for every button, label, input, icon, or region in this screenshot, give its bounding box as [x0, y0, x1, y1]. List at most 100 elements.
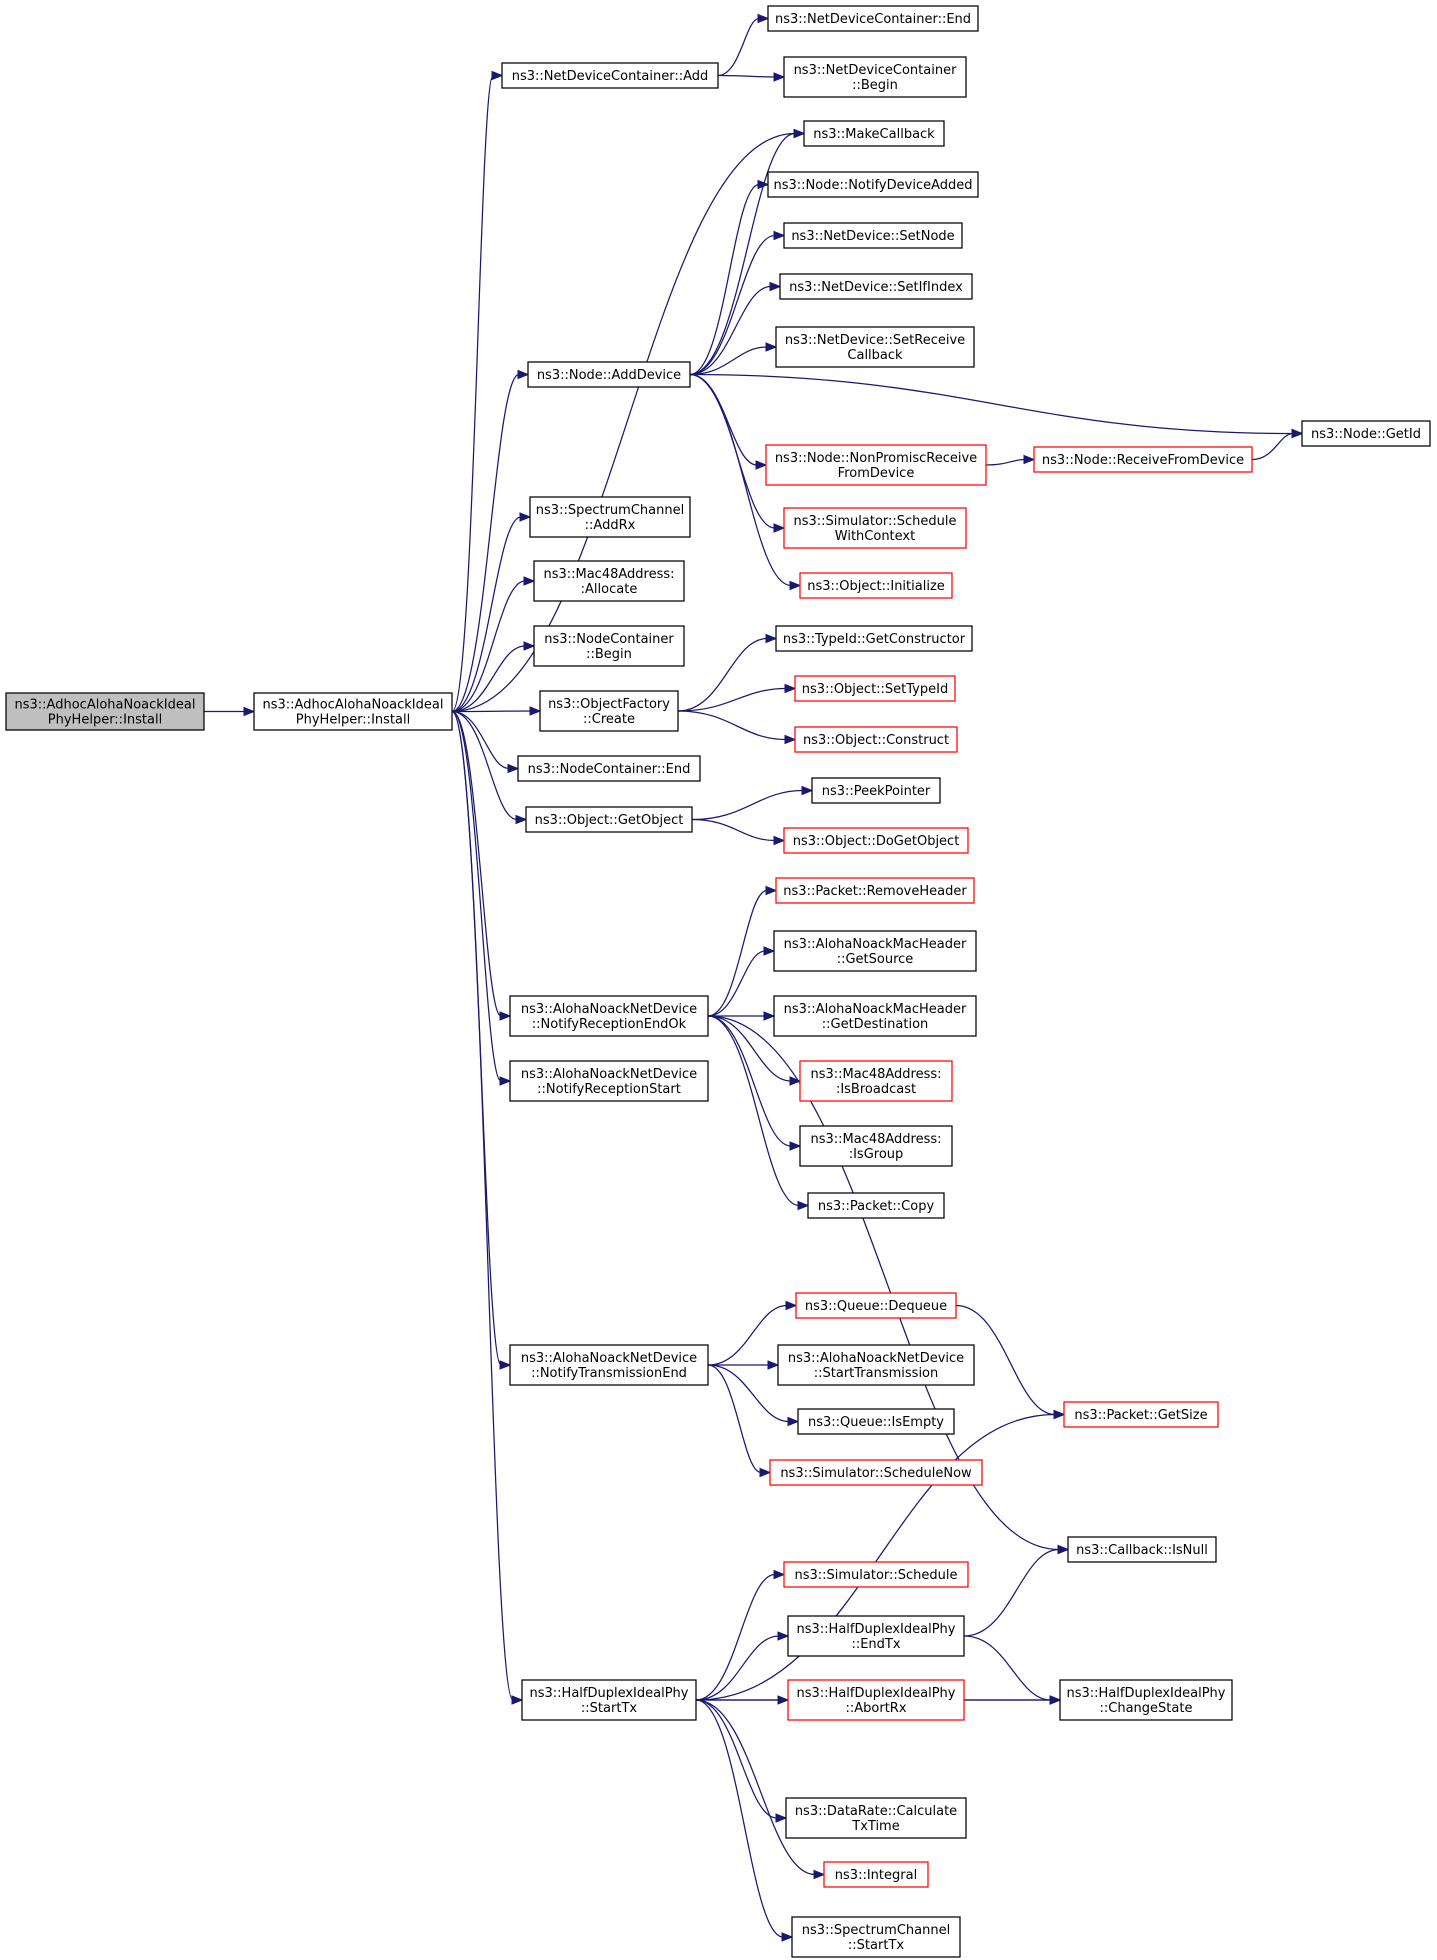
- function-node[interactable]: ns3::Object::Construct: [794, 726, 958, 753]
- function-node[interactable]: ns3::NodeContainer::Begin: [533, 625, 685, 667]
- function-node[interactable]: ns3::Packet::RemoveHeader: [775, 877, 975, 904]
- function-node[interactable]: ns3::Integral: [823, 1861, 929, 1888]
- root-node: ns3::AdhocAlohaNoackIdealPhyHelper::Inst…: [5, 692, 205, 731]
- node-label: ns3::HalfDuplexIdealPhy: [797, 1622, 956, 1637]
- node-box: [797, 1408, 955, 1435]
- node-label: ns3::ObjectFactory: [548, 697, 670, 712]
- edge-line: [689, 234, 776, 376]
- call-edge: [695, 1631, 790, 1701]
- arrowhead: [769, 281, 782, 292]
- node-label: ns3::AlohaNoackNetDevice: [521, 1067, 697, 1082]
- function-node[interactable]: ns3::SpectrumChannel::StartTx: [791, 1916, 961, 1958]
- node-label: :IsBroadcast: [836, 1082, 916, 1097]
- arrowhead: [511, 1695, 524, 1705]
- function-node[interactable]: ns3::Object::GetObject: [525, 806, 693, 833]
- node-label: ::StartTx: [581, 1701, 637, 1716]
- function-node[interactable]: ns3::NetDeviceContainer::Add: [501, 62, 719, 89]
- function-node[interactable]: ns3::MakeCallback: [803, 120, 945, 147]
- function-node[interactable]: ns3::HalfDuplexIdealPhy::AbortRx: [787, 1679, 965, 1721]
- function-node[interactable]: ns3::Node::ReceiveFromDevice: [1033, 446, 1253, 473]
- node-label: ns3::Node::AddDevice: [537, 368, 681, 383]
- function-node[interactable]: ns3::Callback::IsNull: [1067, 1536, 1217, 1563]
- call-edge: [691, 818, 786, 846]
- function-node[interactable]: ns3::Node::AddDevice: [527, 361, 691, 388]
- function-node[interactable]: ns3::HalfDuplexIdealPhy::EndTx: [787, 1615, 965, 1657]
- function-node[interactable]: ns3::Packet::Copy: [807, 1192, 945, 1219]
- node-box: [783, 1561, 969, 1588]
- node-label: ns3::AlohaNoackNetDevice: [521, 1351, 697, 1366]
- edge-line: [955, 1304, 1056, 1416]
- function-node[interactable]: ns3::NetDeviceContainer::End: [767, 5, 979, 32]
- node-label: Callback: [847, 348, 903, 363]
- function-node[interactable]: ns3::Queue::Dequeue: [795, 1292, 957, 1319]
- function-node[interactable]: ns3::Mac48Address::Allocate: [533, 560, 685, 602]
- arrowhead: [1057, 1544, 1070, 1555]
- function-node[interactable]: ns3::Mac48Address::IsBroadcast: [799, 1060, 953, 1102]
- node-label: ::EndTx: [851, 1637, 900, 1652]
- call-edge: [451, 710, 524, 1705]
- function-node[interactable]: ns3::NetDevice::SetIfIndex: [779, 273, 973, 300]
- edge-line: [963, 1548, 1060, 1637]
- node-label: ns3::PeekPointer: [822, 784, 931, 799]
- function-node[interactable]: ns3::Object::DoGetObject: [783, 827, 969, 854]
- edge-line: [695, 1699, 784, 1938]
- node-label: ::Begin: [586, 647, 632, 662]
- edge-line: [689, 373, 1294, 435]
- node-label: :IsGroup: [849, 1147, 904, 1162]
- node-label: ::StartTx: [848, 1938, 904, 1953]
- node-box: [517, 755, 701, 782]
- node-label: ns3::NetDeviceContainer::Add: [512, 69, 709, 84]
- function-node[interactable]: ns3::AlohaNoackNetDevice::StartTransmiss…: [777, 1344, 975, 1386]
- arrowhead: [813, 1869, 826, 1880]
- call-edge: [451, 710, 512, 1086]
- edge-line: [691, 818, 776, 842]
- call-edge: [707, 1364, 772, 1478]
- function-node[interactable]: ns3::Packet::GetSize: [1063, 1401, 1219, 1428]
- edge-line: [689, 373, 776, 529]
- node-label: ::Create: [583, 712, 635, 727]
- function-node[interactable]: ns3::Object::SetTypeId: [794, 675, 956, 702]
- function-node[interactable]: ns3::Simulator::ScheduleNow: [769, 1459, 983, 1486]
- node-label: ns3::Packet::Copy: [818, 1199, 935, 1214]
- edge-line: [707, 1304, 788, 1366]
- node-label: ns3::Mac48Address:: [810, 1067, 941, 1082]
- function-node[interactable]: ns3::AlohaNoackNetDevice::NotifyTransmis…: [509, 1344, 709, 1386]
- function-node[interactable]: ns3::NetDevice::SetNode: [783, 222, 963, 249]
- function-node[interactable]: ns3::PeekPointer: [811, 777, 941, 804]
- arrowhead: [755, 460, 768, 470]
- function-node[interactable]: ns3::HalfDuplexIdealPhy::StartTx: [521, 1679, 697, 1721]
- function-node[interactable]: ns3::TypeId::GetConstructor: [775, 625, 973, 652]
- function-node[interactable]: ns3::AlohaNoackNetDevice::NotifyReceptio…: [509, 995, 709, 1037]
- function-node[interactable]: ns3::Node::NotifyDeviceAdded: [767, 171, 979, 198]
- arrowhead: [1053, 1409, 1066, 1420]
- arrowhead: [499, 1076, 512, 1086]
- adhoc-install-node[interactable]: ns3::AdhocAlohaNoackIdealPhyHelper::Inst…: [253, 692, 453, 731]
- function-node[interactable]: ns3::HalfDuplexIdealPhy::ChangeState: [1059, 1679, 1233, 1721]
- function-node[interactable]: ns3::AlohaNoackMacHeader::GetSource: [773, 930, 977, 972]
- function-node[interactable]: ns3::Queue::IsEmpty: [797, 1408, 955, 1435]
- function-node[interactable]: ns3::Simulator::Schedule: [783, 1561, 969, 1588]
- function-node[interactable]: ns3::Mac48Address::IsGroup: [799, 1125, 953, 1167]
- function-node[interactable]: ns3::ObjectFactory::Create: [539, 690, 679, 732]
- node-box: [807, 1192, 945, 1219]
- function-node[interactable]: ns3::SpectrumChannel::AddRx: [529, 496, 691, 538]
- node-box: [795, 1292, 957, 1319]
- arrowhead: [781, 1932, 794, 1942]
- function-node[interactable]: ns3::Node::GetId: [1301, 420, 1431, 447]
- edge-line: [689, 373, 758, 466]
- node-label: ns3::NetDevice::SetIfIndex: [789, 280, 963, 295]
- function-node[interactable]: ns3::NodeContainer::End: [517, 755, 701, 782]
- function-node[interactable]: ns3::Object::Initialize: [799, 572, 953, 599]
- function-node[interactable]: ns3::AlohaNoackNetDevice::NotifyReceptio…: [509, 1060, 709, 1102]
- node-label: WithContext: [835, 529, 915, 544]
- call-edge: [451, 70, 504, 713]
- call-edge: [695, 1699, 788, 1823]
- node-label: ns3::Integral: [835, 1868, 917, 1883]
- edge-line: [451, 74, 494, 713]
- function-node[interactable]: ns3::AlohaNoackMacHeader::GetDestination: [773, 995, 977, 1037]
- function-node[interactable]: ns3::NetDeviceContainer::Begin: [783, 56, 967, 98]
